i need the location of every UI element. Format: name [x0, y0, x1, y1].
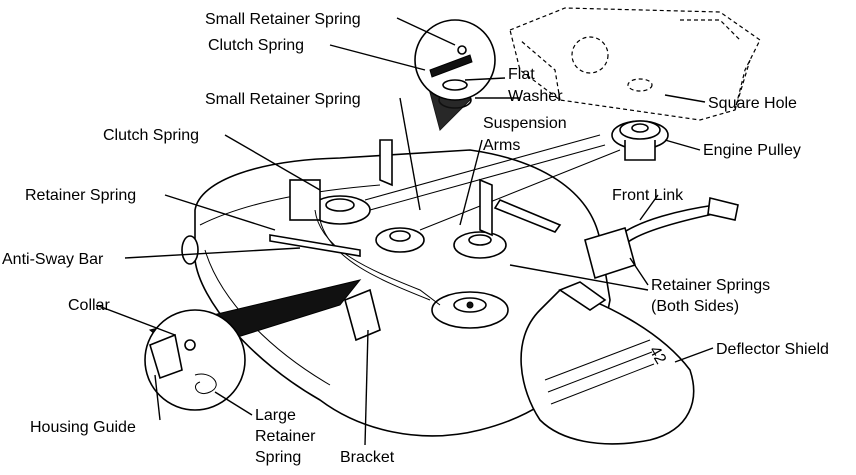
left-pulley: [289, 179, 371, 225]
label-large-retainer-spring-line2: Retainer: [255, 428, 316, 445]
label-retainer-springs-line2: (Both Sides): [651, 298, 739, 315]
label-large-retainer-spring-line3: Spring: [255, 449, 301, 466]
label-collar: Collar: [68, 297, 110, 314]
center-pulley: [375, 227, 425, 253]
leader-lines: [95, 17, 714, 446]
deck-size-badge: 42: [645, 343, 669, 367]
engine-pulley: [611, 120, 669, 161]
label-flat-washer-line2: Washer: [508, 88, 563, 105]
label-small-retainer-spring-top: Small Retainer Spring: [205, 11, 361, 28]
right-pulley: [453, 231, 507, 259]
label-deflector-shield: Deflector Shield: [716, 341, 829, 358]
label-retainer-spring: Retainer Spring: [25, 187, 136, 204]
anti-sway-bar: [269, 234, 381, 342]
label-suspension-arms-line2: Arms: [483, 137, 520, 154]
front-link: [584, 197, 739, 280]
label-clutch-spring-left: Clutch Spring: [103, 127, 199, 144]
frame-outline: [509, 7, 761, 121]
label-square-hole: Square Hole: [708, 95, 797, 112]
label-engine-pulley: Engine Pulley: [703, 142, 801, 159]
deflector-shield: 42: [520, 281, 695, 445]
housing-guide-detail-circle: [144, 309, 246, 411]
label-retainer-springs-line1: Retainer Springs: [651, 277, 770, 294]
label-housing-guide: Housing Guide: [30, 419, 136, 436]
label-front-link: Front Link: [612, 187, 684, 204]
suspension-arms: [379, 139, 562, 237]
label-bracket: Bracket: [340, 449, 395, 466]
label-anti-sway-bar: Anti-Sway Bar: [2, 251, 104, 268]
label-flat-washer-line1: Flat: [508, 66, 535, 83]
front-pulley: [431, 291, 509, 329]
label-clutch-spring-top: Clutch Spring: [208, 37, 304, 54]
label-suspension-arms-line1: Suspension: [483, 115, 567, 132]
label-small-retainer-spring-mid: Small Retainer Spring: [205, 91, 361, 108]
label-large-retainer-spring-line1: Large: [255, 407, 296, 424]
deck-body: [181, 149, 611, 437]
drive-belts: [314, 134, 621, 306]
